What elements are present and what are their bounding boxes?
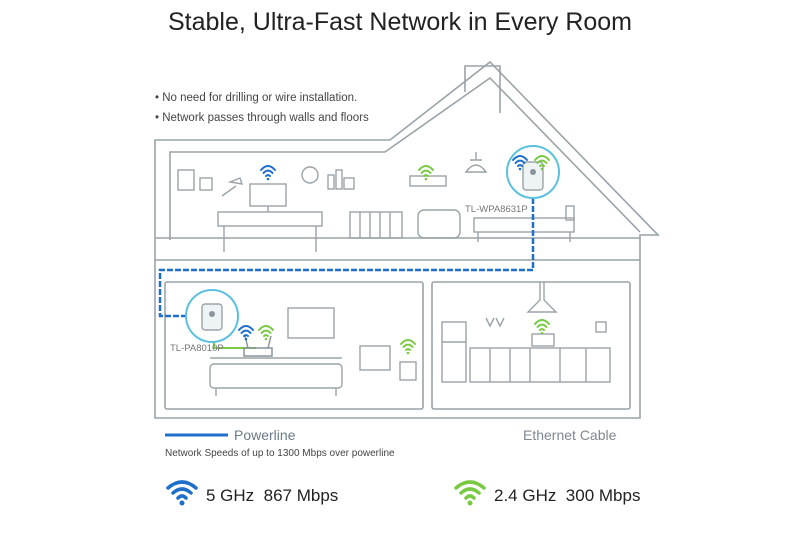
wifi-router-24ghz-icon <box>258 325 274 341</box>
powerline-cable <box>158 198 535 318</box>
bullet-no-drilling: No need for drilling or wire installatio… <box>155 88 369 108</box>
band-5ghz-label: 5 GHz 867 Mbps <box>206 486 339 505</box>
wifi-upstairs-5ghz-icon <box>260 165 276 181</box>
kitchen-room <box>431 281 631 410</box>
adapter-downstairs-icon <box>185 289 239 343</box>
living-room <box>164 281 424 410</box>
upstairs-furniture <box>177 152 575 252</box>
wifi-kitchen-24ghz-icon <box>534 319 550 335</box>
downstairs-furniture <box>209 282 611 396</box>
wifi-livingroom-24ghz-icon <box>400 339 416 355</box>
ethernet-legend-label: Ethernet Cable <box>523 427 617 443</box>
page-title: Stable, Ultra-Fast Network in Every Room <box>167 8 633 36</box>
adapter-upstairs-icon <box>506 145 560 199</box>
device-label-upstairs: TL-WPA8631P <box>465 204 528 215</box>
speeds-note: Network Speeds of up to 1300 Mbps over p… <box>165 448 395 459</box>
wifi-router-5ghz-icon <box>238 325 254 341</box>
wifi-adapter-5ghz-icon <box>512 155 528 171</box>
powerline-legend-label: Powerline <box>234 427 296 443</box>
wifi-5ghz-icon <box>166 480 198 506</box>
device-label-downstairs: TL-PA8010P <box>170 343 224 354</box>
band-24ghz-label: 2.4 GHz 300 Mbps <box>494 486 641 505</box>
house-outline <box>154 60 660 419</box>
wifi-24ghz-icon <box>454 480 486 506</box>
wifi-adapter-24ghz-icon <box>534 155 550 171</box>
feature-bullets: No need for drilling or wire installatio… <box>155 88 369 128</box>
chimney <box>464 65 501 113</box>
bullet-through-walls: Network passes through walls and floors <box>155 108 368 128</box>
wifi-upstairs-24ghz-icon <box>418 165 434 181</box>
